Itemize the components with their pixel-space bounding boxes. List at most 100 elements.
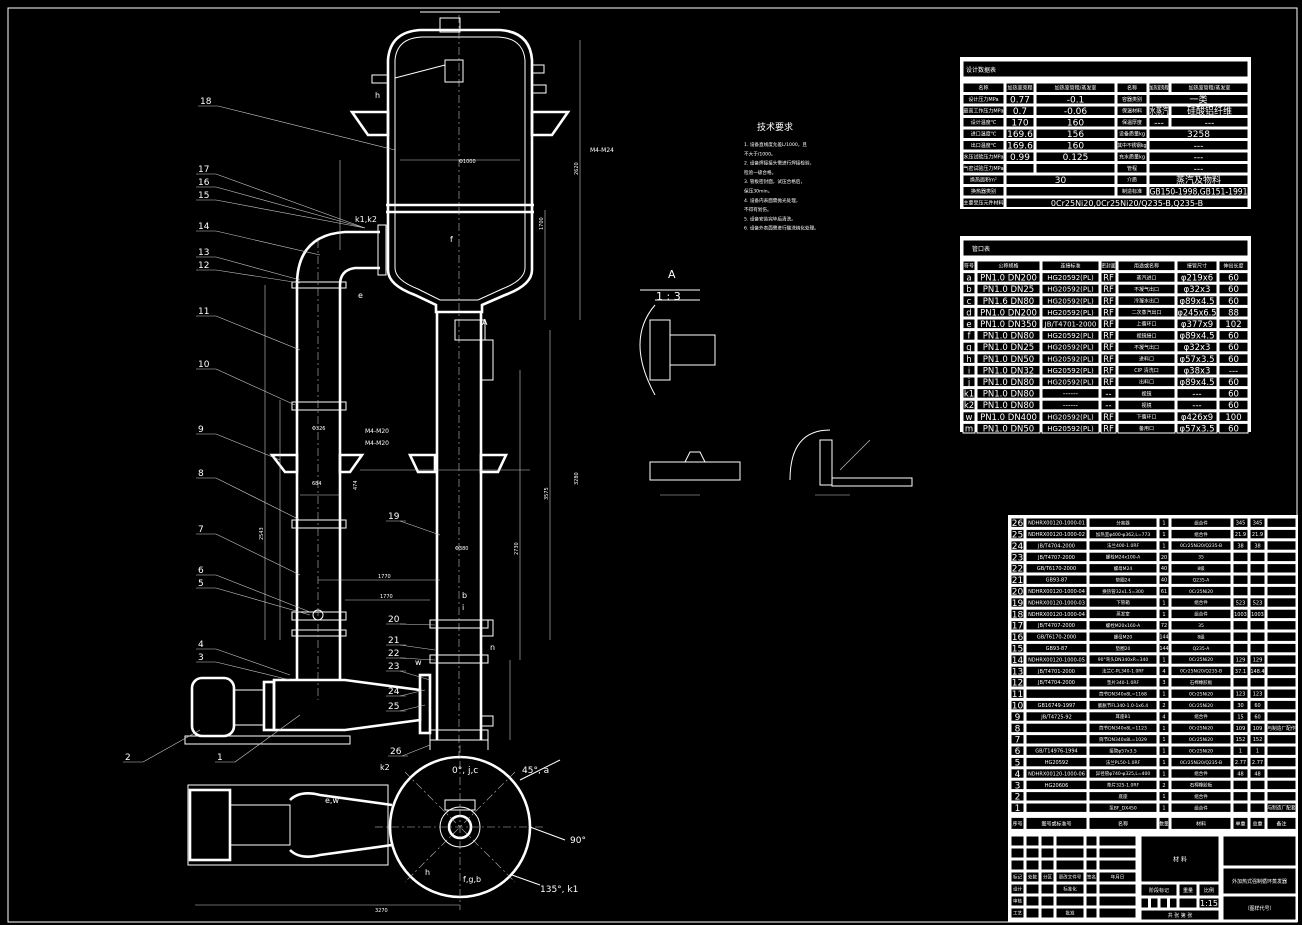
parts-list-cell	[1170, 585, 1232, 597]
table-cell-text: 523	[1236, 600, 1246, 606]
table-cell-text: 下管箱	[1116, 599, 1130, 606]
parts-list-cell	[1170, 620, 1232, 631]
dimension-value: Φ326	[312, 426, 325, 432]
table-cell-text: 22	[1012, 565, 1023, 575]
table-cell-text: j	[967, 378, 970, 388]
table-cell-text: 4	[1162, 669, 1165, 675]
design-table-cell	[962, 117, 1005, 128]
nozzle-table-cell	[1041, 283, 1100, 295]
parts-list-cell	[1266, 597, 1297, 608]
nozzle-table-cell	[976, 306, 1041, 318]
parts-list-cell	[1025, 642, 1088, 654]
table-cell-text: 组合件	[1194, 793, 1208, 800]
parts-list-cell	[1170, 699, 1232, 711]
table-cell-text: 2.77	[1235, 760, 1246, 766]
tech-requirement-line: 不得有划伤。	[744, 206, 772, 213]
parts-list-cell	[1249, 574, 1266, 585]
nozzle-table-cell	[1218, 399, 1249, 411]
parts-list-cell	[1025, 654, 1088, 665]
table-cell-text: 26	[1012, 519, 1024, 529]
parts-list-cell	[1158, 791, 1170, 802]
bolt-note: M4-M20	[365, 440, 389, 447]
table-cell-text: HG20592(PL)	[1047, 332, 1094, 340]
parts-list-cell	[1266, 722, 1297, 734]
nozzle-table-cell	[962, 306, 976, 318]
table-cell-text: Q235-A	[1193, 646, 1211, 652]
table-cell-text: 90°弯头DN340xR=340	[1098, 656, 1149, 663]
nozzle-header-cell	[962, 260, 976, 272]
table-cell-text: 10	[1012, 702, 1024, 712]
table-cell-text: 1	[1239, 749, 1242, 755]
dimension-value: 2620	[574, 162, 580, 175]
tech-requirement-line: 保压30min。	[744, 188, 772, 195]
table-cell-text: PN1.6 DN80	[983, 297, 1034, 307]
design-table-cell	[1035, 151, 1116, 162]
parts-list-cell	[1010, 768, 1025, 779]
table-cell-text: JB/T4701-2000	[1044, 320, 1097, 328]
parts-list-cell	[1232, 642, 1249, 654]
callout-number: 22	[388, 649, 399, 659]
parts-list-cell	[1232, 597, 1249, 608]
stage-cell	[1150, 897, 1159, 909]
parts-list-cell	[1170, 745, 1232, 756]
nozzle-table-cell	[1176, 272, 1218, 283]
table-cell-text: 换热面积m²	[970, 177, 997, 184]
table-cell-text: 上循环口	[1136, 321, 1156, 328]
table-cell-text: 1	[1162, 771, 1165, 777]
parts-list-cell	[1025, 620, 1088, 631]
nozzle-table-cell	[1100, 422, 1117, 434]
nozzle-label-k2: k2	[380, 763, 390, 772]
table-cell-text: 109	[1236, 726, 1246, 732]
nozzle-table-cell	[1218, 341, 1249, 353]
nozzle-table-cell	[1218, 388, 1249, 399]
table-cell-text: φ89x4.5	[1180, 378, 1215, 388]
table-cell-text: PN1.0 DN50	[983, 424, 1034, 434]
tech-requirement-line: 2. 设备焊接接头需进行焊接检验，	[744, 160, 814, 167]
table-cell-text: 螺栓M24x100-A	[1106, 554, 1141, 561]
title-grid-cell	[1040, 847, 1055, 859]
table-cell-text: 1	[1162, 543, 1165, 549]
callout-number: 4	[198, 640, 204, 650]
callout-leader	[215, 199, 366, 229]
parts-list-cell	[1088, 734, 1158, 745]
nozzle-table-cell	[1100, 376, 1117, 388]
table-cell-text: 标准化	[1063, 886, 1077, 893]
table-cell-text: 1	[1162, 692, 1165, 698]
parts-list-cell	[1025, 802, 1088, 813]
nozzle-table-cell	[962, 330, 976, 341]
table-cell-text: 40	[1161, 578, 1167, 584]
table-cell-text: 分离器	[1116, 519, 1130, 526]
parts-list-cell	[1158, 620, 1170, 631]
dimension-value: 2730	[514, 542, 520, 555]
nozzle-table-cell	[976, 376, 1041, 388]
callout-leader	[215, 574, 311, 613]
parts-list-cell	[1170, 597, 1232, 608]
tech-requirement-line: 6. 设备外表面需进行酸洗钝化处理。	[744, 225, 819, 232]
title-grid-cell	[1010, 895, 1025, 907]
callout-number: 1	[217, 753, 223, 763]
parts-list-cell	[1025, 711, 1088, 722]
nozzle-table-cell	[976, 295, 1041, 306]
table-cell-text: 外加热式强制循环蒸发器	[1232, 878, 1287, 885]
nozzle-table-cell	[1176, 388, 1218, 399]
nozzle-table-cell	[1117, 411, 1176, 422]
table-cell-text: 1	[1256, 749, 1259, 755]
table-cell-text: f	[968, 332, 972, 342]
stage-label-cell	[1140, 883, 1178, 897]
table-cell-text: 异径管φ740-φ325,L=400	[1096, 770, 1151, 777]
nozzle-table-cell	[1041, 272, 1100, 283]
title-grid-cell	[1010, 859, 1025, 871]
title-grid-cell	[1085, 871, 1098, 883]
nozzle-table-cell	[1117, 388, 1176, 399]
parts-list-cell	[1232, 551, 1249, 563]
parts-list-cell	[1232, 745, 1249, 756]
table-cell-text: JB/T4707-2000	[1037, 623, 1075, 629]
callout-number: 14	[198, 222, 210, 232]
title-grid-cell	[1055, 847, 1085, 859]
design-table-cell	[1035, 128, 1116, 139]
table-cell-text: 1	[1162, 600, 1165, 606]
nozzle-header-cell	[1041, 260, 1100, 272]
table-cell-text: 21.9	[1252, 532, 1263, 538]
table-cell-text: 129	[1253, 657, 1263, 663]
table-cell-text: 阶段标记	[1149, 887, 1169, 894]
